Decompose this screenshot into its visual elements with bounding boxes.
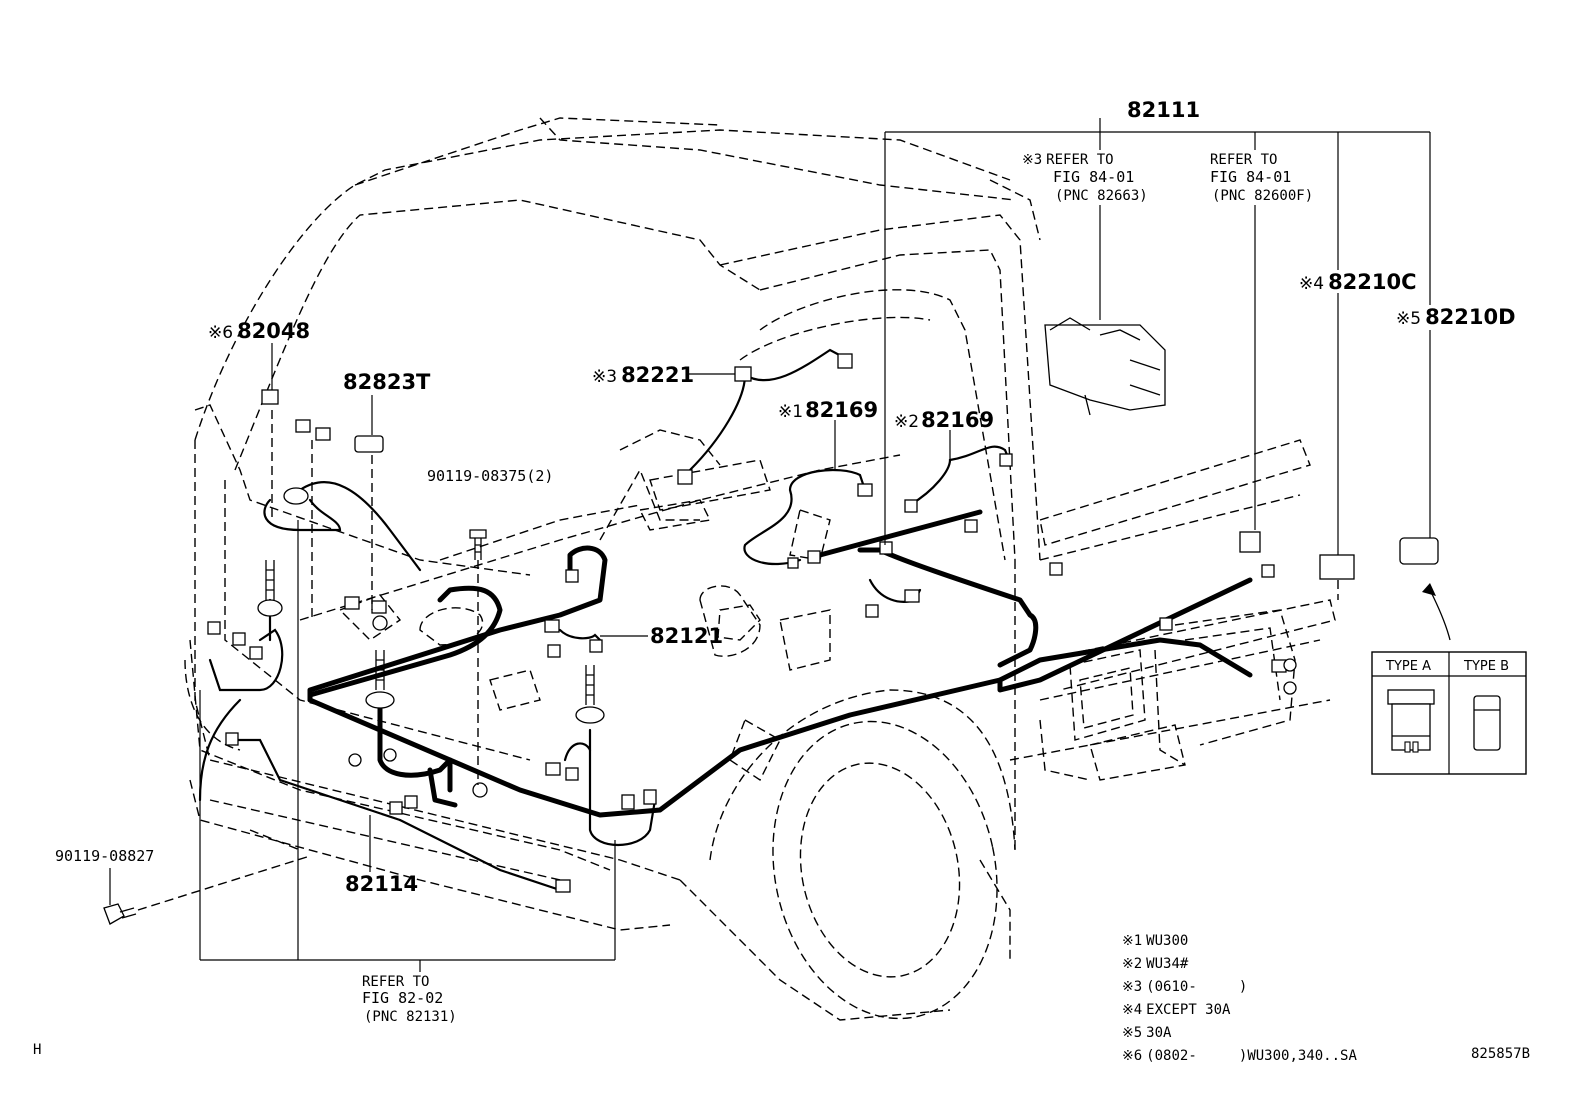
leader-lines bbox=[109, 118, 1451, 972]
type-b-label: TYPE B bbox=[1463, 659, 1509, 674]
fuse-type-a-icon bbox=[1387, 689, 1435, 753]
main-harness bbox=[198, 348, 1253, 892]
truck-outline bbox=[184, 117, 1336, 1021]
label-82121: 82121 bbox=[650, 624, 723, 648]
svg-text:(PNC 82600F): (PNC 82600F) bbox=[1212, 188, 1313, 204]
figure-id: 825857B bbox=[1471, 1046, 1530, 1062]
mark-note-4: ※4 bbox=[1299, 274, 1324, 294]
note-6: ※6(0802- )WU300,340..SA bbox=[1122, 1048, 1357, 1064]
ref-block-82131: REFER TO FIG 82-02 (PNC 82131) bbox=[362, 974, 457, 1025]
note-3: ※3(0610- ) bbox=[1122, 979, 1247, 995]
svg-text:FIG 84-01: FIG 84-01 bbox=[1053, 168, 1134, 186]
svg-text:REFER TO: REFER TO bbox=[362, 974, 429, 990]
label-82823t: 82823T bbox=[343, 370, 431, 394]
connectors bbox=[103, 317, 1439, 925]
svg-text:(PNC 82131): (PNC 82131) bbox=[364, 1009, 457, 1025]
mark-note-5: ※5 bbox=[1396, 309, 1421, 329]
svg-text:(PNC 82663): (PNC 82663) bbox=[1055, 188, 1148, 204]
label-82114: 82114 bbox=[345, 872, 418, 896]
fuse-type-b-icon bbox=[1473, 695, 1501, 751]
type-a-label: TYPE A bbox=[1385, 659, 1431, 674]
corner-mark: H bbox=[33, 1042, 41, 1058]
type-table: TYPE A TYPE B bbox=[1371, 651, 1527, 775]
svg-text:FIG 82-02: FIG 82-02 bbox=[362, 989, 443, 1007]
svg-text:FIG 84-01: FIG 84-01 bbox=[1210, 168, 1291, 186]
ref-block-82600f: REFER TO FIG 84-01 (PNC 82600F) bbox=[1210, 152, 1313, 204]
label-82169-wu34: ※282169 bbox=[894, 408, 994, 432]
label-90119-08375: 90119-08375(2) bbox=[427, 467, 553, 485]
svg-text:REFER TO: REFER TO bbox=[1210, 152, 1277, 168]
label-82111: 82111 bbox=[1127, 98, 1200, 122]
label-90119-08827: 90119-08827 bbox=[55, 847, 154, 865]
mark-note-3: ※3 bbox=[1022, 152, 1042, 168]
label-82169-wu300: ※182169 bbox=[778, 398, 878, 422]
